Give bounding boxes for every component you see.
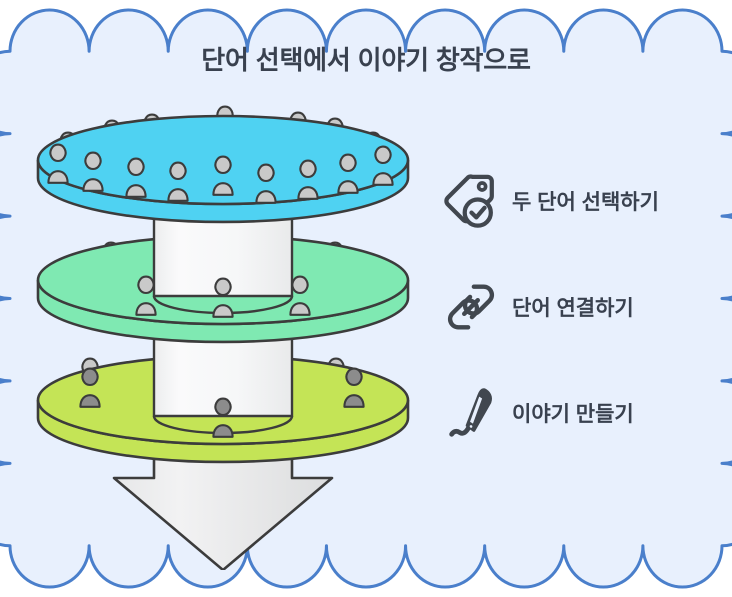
tag-check-icon (440, 170, 502, 232)
legend-item-2: 단어 연결하기 (440, 254, 716, 360)
quill-pen-icon (440, 382, 502, 444)
legend-item-1: 두 단어 선택하기 (440, 148, 716, 254)
legend-label-2: 단어 연결하기 (512, 297, 634, 320)
legend-label-3: 이야기 만들기 (512, 403, 634, 426)
legend-list: 두 단어 선택하기 단어 연결하기 (440, 148, 716, 466)
funnel-level-2 (36, 210, 410, 344)
funnel-level-1 (36, 105, 410, 224)
funnel-diagram (36, 105, 410, 570)
legend-item-3: 이야기 만들기 (440, 360, 716, 466)
page-title: 단어 선택에서 이야기 창작으로 (201, 45, 531, 75)
funnel-level-3 (36, 330, 410, 464)
link-chain-icon (440, 276, 502, 338)
legend-label-1: 두 단어 선택하기 (512, 191, 659, 214)
